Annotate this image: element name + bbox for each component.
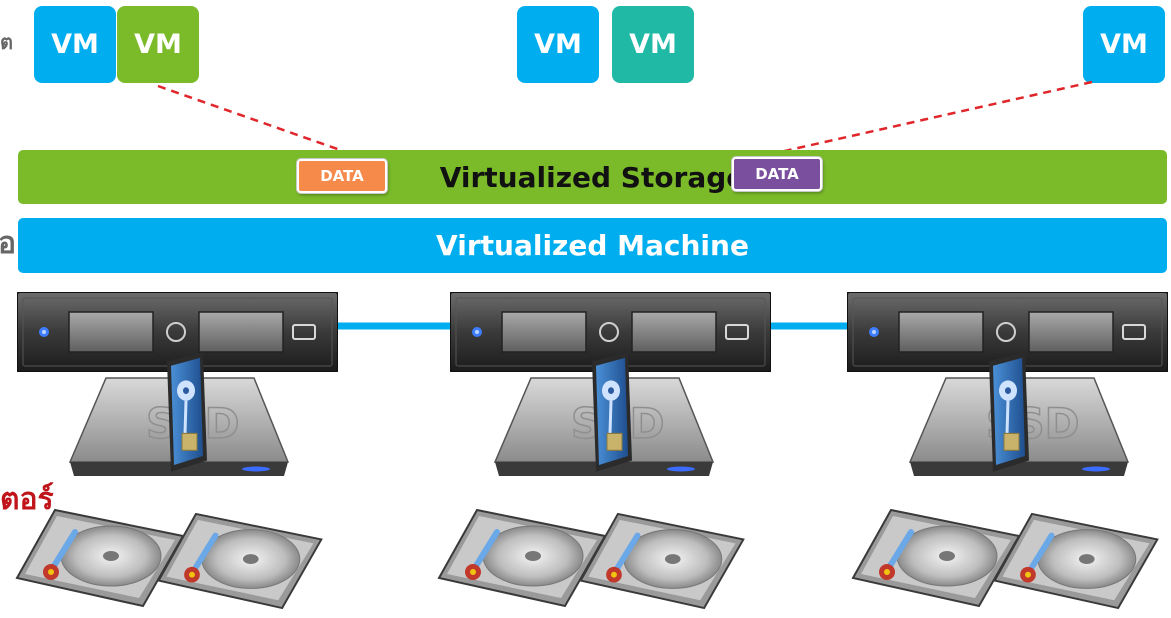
edge-text-bottom: ตอร์ bbox=[0, 482, 54, 517]
vm-box: VM bbox=[612, 6, 694, 83]
storage-layer-label: Virtualized Storage bbox=[439, 160, 746, 194]
vm-label: VM bbox=[51, 29, 99, 60]
dashed-link bbox=[157, 84, 347, 154]
hard-disk-pair-icon bbox=[851, 508, 1171, 610]
flash-card-icon bbox=[163, 350, 209, 474]
data-tag: DATA bbox=[297, 159, 387, 193]
vm-label: VM bbox=[629, 29, 677, 60]
data-tag: DATA bbox=[732, 157, 822, 191]
data-tag-label: DATA bbox=[755, 165, 799, 183]
hard-disk-pair-icon bbox=[15, 508, 335, 610]
virtualized-storage-layer: Virtualized Storage bbox=[18, 150, 1167, 204]
vm-label: VM bbox=[534, 29, 582, 60]
vm-box: VM bbox=[117, 6, 199, 83]
vm-box: VM bbox=[1083, 6, 1165, 83]
edge-text-mid: อ bbox=[0, 226, 17, 261]
data-tag-label: DATA bbox=[320, 167, 364, 185]
flash-card-icon bbox=[985, 350, 1031, 474]
vm-label: VM bbox=[134, 29, 182, 60]
vm-label: VM bbox=[1100, 29, 1148, 60]
dashed-link bbox=[779, 80, 1093, 154]
virtualized-machine-layer: Virtualized Machine bbox=[18, 218, 1167, 273]
flash-card-icon bbox=[588, 350, 634, 474]
vm-box: VM bbox=[34, 6, 116, 83]
edge-text-top: ต bbox=[0, 30, 13, 54]
vm-box: VM bbox=[517, 6, 599, 83]
machine-layer-label: Virtualized Machine bbox=[436, 229, 749, 262]
hard-disk-pair-icon bbox=[437, 508, 757, 610]
